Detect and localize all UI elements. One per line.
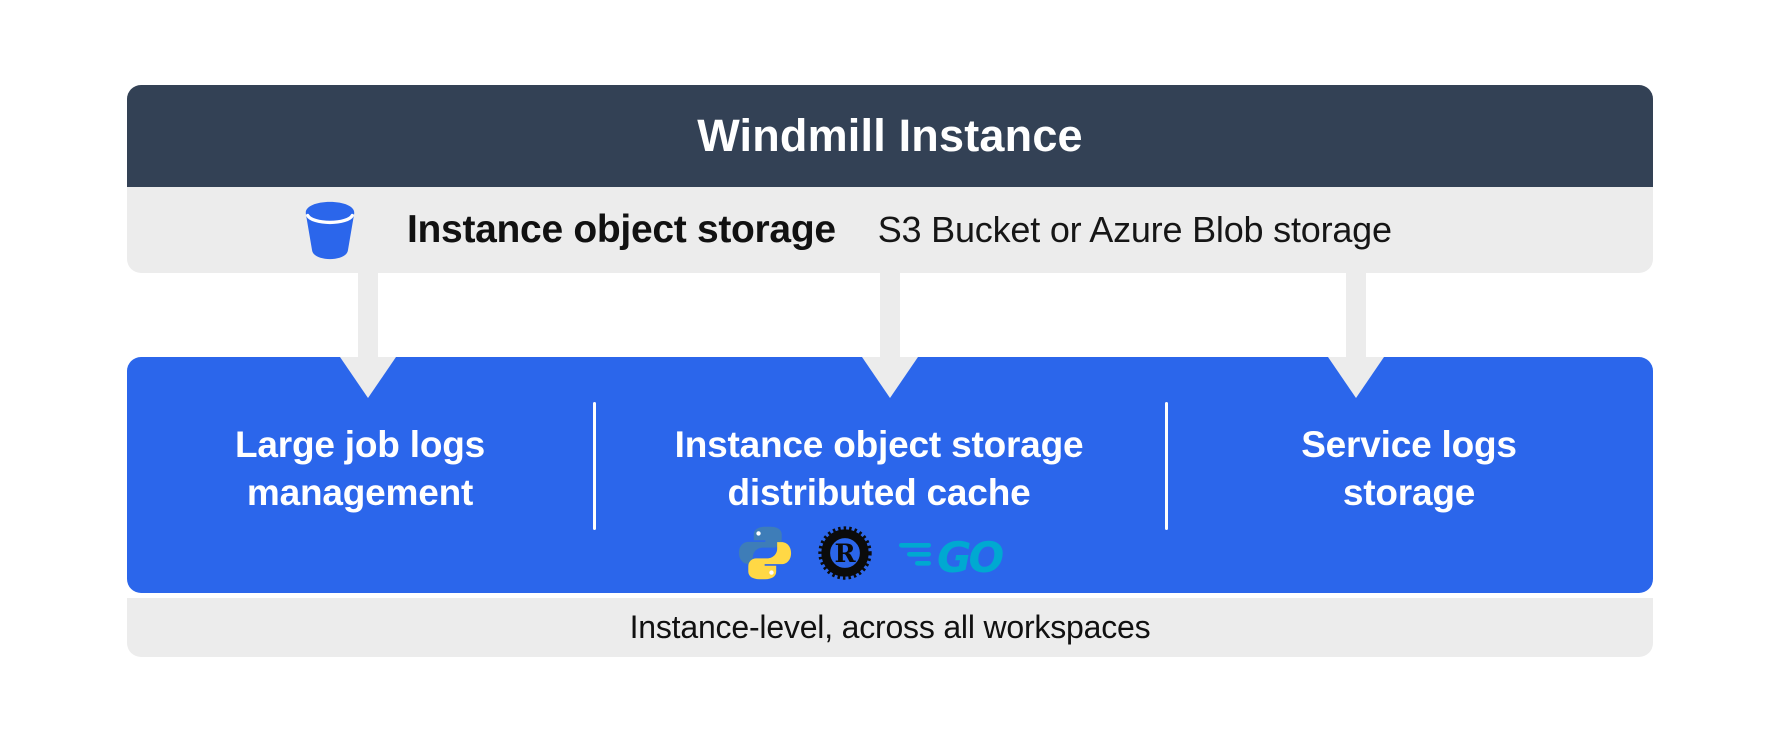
storage-bar-title: Instance object storage <box>407 208 836 251</box>
feature-distributed-cache: Instance object storage distributed cach… <box>593 357 1165 593</box>
scope-label: Instance-level, across all workspaces <box>629 609 1151 645</box>
section-divider <box>1165 402 1168 530</box>
diagram-title: Windmill Instance <box>697 110 1083 161</box>
feature-label-line: Large job logs <box>234 424 486 465</box>
section-divider <box>593 402 596 530</box>
scope-bar: Instance-level, across all workspaces <box>127 598 1653 657</box>
python-icon <box>738 526 792 580</box>
instance-object-storage-bar: Instance object storage S3 Bucket or Azu… <box>127 187 1653 273</box>
rust-icon: R <box>818 526 872 580</box>
svg-text:R: R <box>834 538 856 568</box>
feature-service-logs: Service logs storage <box>1165 357 1653 593</box>
svg-text:GO: GO <box>937 533 1003 579</box>
diagram-header: Windmill Instance <box>127 85 1653 187</box>
feature-label-line: Service logs <box>1301 424 1517 465</box>
feature-large-job-logs: Large job logs management <box>127 357 593 593</box>
features-box: Large job logs management Instance objec… <box>127 357 1653 593</box>
go-icon: GO <box>899 533 1006 579</box>
feature-label-line: distributed cache <box>727 472 1031 513</box>
feature-label-line: Instance object storage <box>674 424 1084 465</box>
storage-bar-subtitle: S3 Bucket or Azure Blob storage <box>877 209 1392 250</box>
feature-label-line: storage <box>1342 472 1476 513</box>
language-icons-row: R GO <box>737 524 1021 582</box>
feature-label-line: management <box>246 472 474 513</box>
bucket-icon <box>305 201 355 260</box>
windmill-architecture-diagram: Windmill Instance Instance object storag… <box>127 85 1653 657</box>
